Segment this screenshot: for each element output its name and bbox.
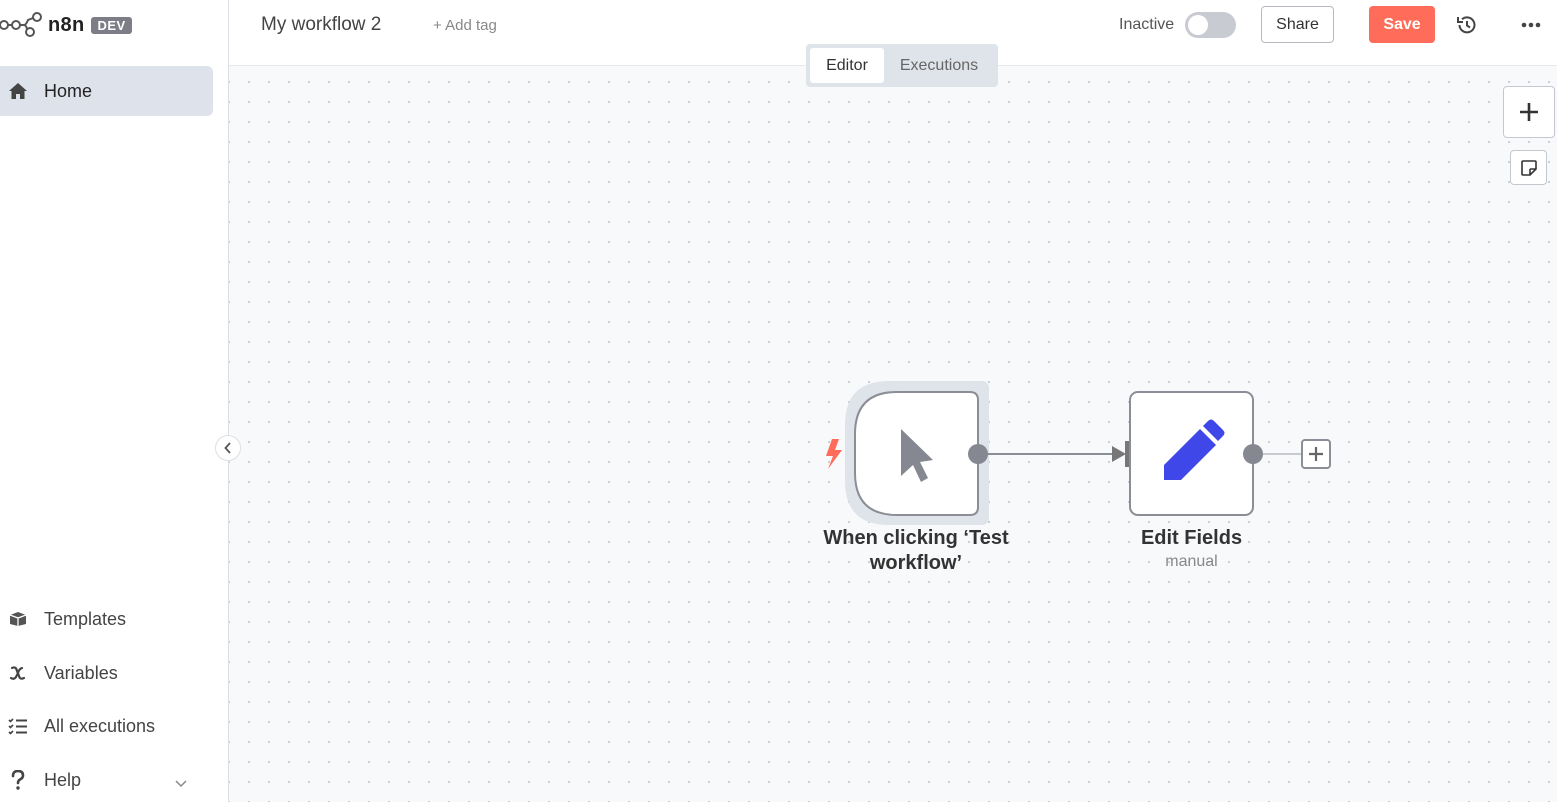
sidebar: n8n DEV Home Templates Variables All exe… (0, 0, 229, 802)
add-tag-button[interactable]: + Add tag (433, 17, 497, 34)
sidebar-item-help[interactable]: Help (0, 755, 213, 802)
history-icon[interactable] (1455, 13, 1479, 37)
view-tabs: Editor Executions (806, 44, 998, 87)
env-badge: DEV (91, 16, 132, 34)
list-icon (8, 716, 28, 736)
sidebar-item-templates[interactable]: Templates (0, 594, 213, 644)
n8n-logo-icon (0, 12, 42, 37)
trigger-title-line1: When clicking ‘Test (823, 527, 1009, 549)
add-sticky-button[interactable] (1510, 150, 1547, 185)
active-status-label: Inactive (1119, 16, 1175, 33)
question-icon (8, 770, 28, 790)
sidebar-item-label: All executions (44, 715, 156, 736)
tab-executions[interactable]: Executions (899, 56, 979, 74)
logo-text: n8n (48, 13, 85, 36)
add-next-node-button[interactable] (1301, 439, 1331, 469)
edit-output-handle[interactable] (1243, 444, 1263, 464)
more-horizontal-icon[interactable] (1519, 13, 1543, 37)
share-button[interactable]: Share (1261, 6, 1334, 43)
home-icon (8, 81, 28, 101)
chevron-left-icon (224, 442, 231, 454)
sidebar-item-label: Home (44, 80, 93, 101)
edit-node-subtitle: manual (1165, 553, 1218, 570)
active-toggle[interactable] (1185, 12, 1236, 38)
add-node-button[interactable] (1503, 86, 1555, 138)
plus-icon (1520, 103, 1538, 121)
sidebar-item-home[interactable]: Home (0, 66, 213, 116)
box-icon (8, 609, 28, 629)
save-button[interactable]: Save (1369, 6, 1435, 43)
tab-editor[interactable]: Editor (810, 48, 884, 83)
collapse-sidebar-button[interactable] (215, 435, 241, 461)
sticky-note-icon (1520, 159, 1537, 176)
trigger-node[interactable] (854, 391, 979, 516)
variable-icon (8, 663, 28, 683)
edit-fields-node[interactable] (1129, 391, 1254, 516)
workflow-name[interactable]: My workflow 2 (261, 14, 382, 35)
chevron-down-icon (175, 772, 187, 793)
logo[interactable]: n8n DEV (0, 10, 132, 40)
sidebar-item-label: Templates (44, 608, 127, 629)
trigger-node-title: When clicking ‘Test workflow’ (806, 526, 1026, 576)
toggle-knob (1188, 15, 1208, 35)
trigger-title-line2: workflow’ (869, 552, 963, 574)
sidebar-item-variables[interactable]: Variables (0, 648, 213, 698)
trigger-output-handle[interactable] (968, 444, 988, 464)
sidebar-item-label: Help (44, 769, 82, 790)
edit-node-title: Edit Fields (1140, 527, 1243, 549)
sidebar-item-label: Variables (44, 662, 118, 683)
sidebar-item-executions[interactable]: All executions (0, 701, 213, 751)
